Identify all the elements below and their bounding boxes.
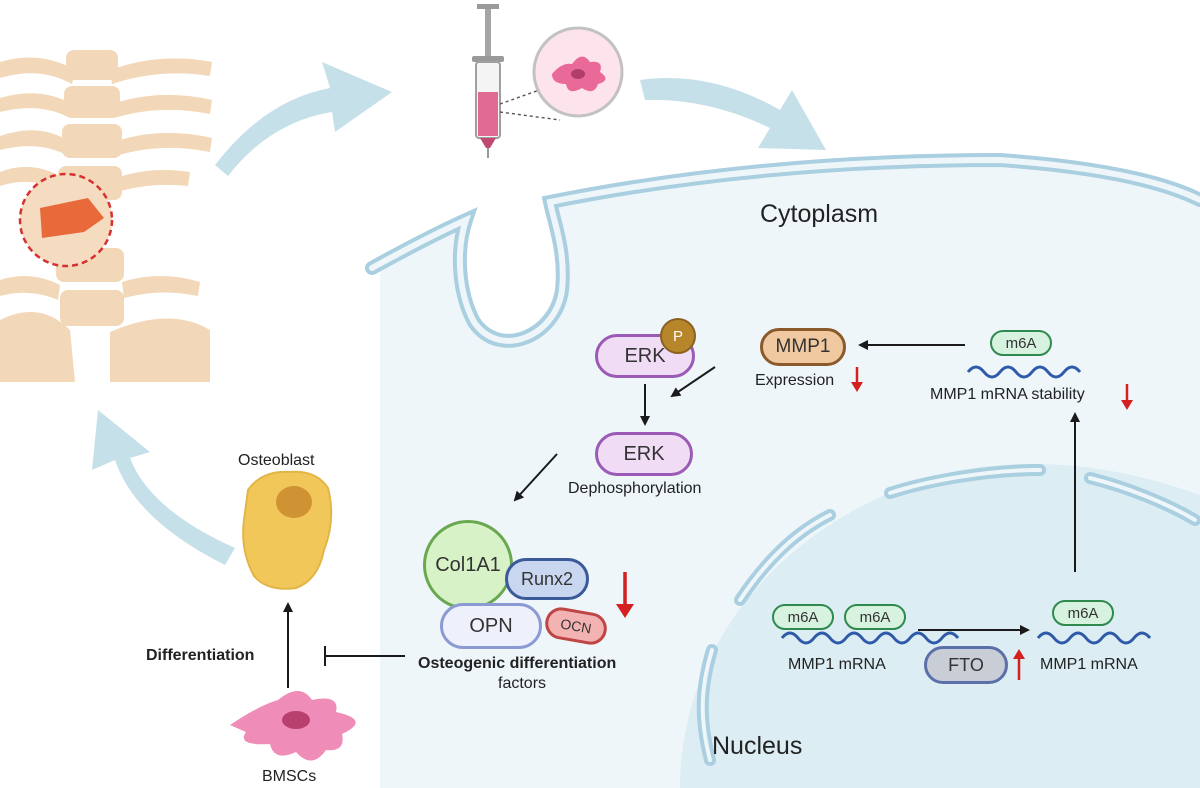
flow-arrows	[92, 62, 826, 565]
opn-label: OPN	[469, 614, 513, 637]
syringe-icon	[472, 4, 504, 158]
m6a-left-2-label: m6A	[859, 608, 891, 626]
up-arrow-icon	[1013, 649, 1025, 680]
m6a-stability-badge: m6A	[990, 330, 1052, 356]
cell-magnifier-icon	[499, 26, 624, 121]
col1a1-protein: Col1A1	[423, 520, 513, 610]
runx2-protein: Runx2	[505, 558, 589, 600]
bmscs-label: BMSCs	[262, 768, 317, 785]
opn-protein: OPN	[440, 603, 542, 649]
runx2-label: Runx2	[520, 568, 574, 589]
m6a-right-badge: m6A	[1052, 600, 1114, 626]
mrna-strands	[780, 365, 1152, 645]
phosphate-group: P	[660, 318, 696, 354]
expression-label: Expression	[755, 372, 835, 389]
differentiation-label: Differentiation	[146, 647, 255, 664]
nucleus	[680, 464, 1200, 788]
regulation-arrows	[616, 367, 1133, 680]
down-arrow-icon	[616, 572, 634, 618]
erk-label: ERK	[623, 442, 665, 465]
col1a1-label: Col1A1	[435, 553, 501, 576]
m6a-stability-label: m6A	[1005, 334, 1037, 352]
m6a-left-1-label: m6A	[787, 608, 819, 626]
erk-phospho-label: ERK	[624, 344, 666, 367]
mmp1-mrna-stability-label: MMP1 mRNA stability	[930, 386, 1085, 403]
spine-illustration	[0, 50, 212, 382]
mmp1-mrna-left-label: MMP1 mRNA	[788, 656, 886, 673]
nucleus-label: Nucleus	[712, 732, 803, 760]
osteoblast-icon	[242, 470, 333, 590]
fracture-highlight	[18, 172, 114, 268]
osteogenic-factors-label-line2: factors	[498, 675, 547, 692]
m6a-left-badge-1: m6A	[772, 604, 834, 630]
down-arrow-icon	[851, 367, 863, 392]
erk-dephosphorylated: ERK	[595, 432, 693, 476]
m6a-left-badge-2: m6A	[844, 604, 906, 630]
cytoplasm-label: Cytoplasm	[760, 200, 879, 228]
ocn-label: OCN	[559, 615, 593, 637]
mmp1-label: MMP1	[775, 336, 831, 357]
fto-protein: FTO	[924, 646, 1008, 684]
osteogenic-factors-label-line1: Osteogenic differentiation	[418, 655, 617, 672]
pathway-arrows	[283, 340, 1080, 688]
osteoblast-label: Osteoblast	[238, 452, 315, 469]
dephosphorylation-label: Dephosphorylation	[568, 480, 702, 497]
bmsc-icon	[230, 691, 356, 761]
m6a-right-label: m6A	[1067, 604, 1099, 622]
fto-label: FTO	[948, 654, 984, 675]
phosphate-label: P	[672, 327, 683, 345]
mmp1-protein: MMP1	[760, 328, 846, 366]
down-arrow-icon	[1121, 384, 1133, 410]
mmp1-mrna-right-label: MMP1 mRNA	[1040, 656, 1138, 673]
